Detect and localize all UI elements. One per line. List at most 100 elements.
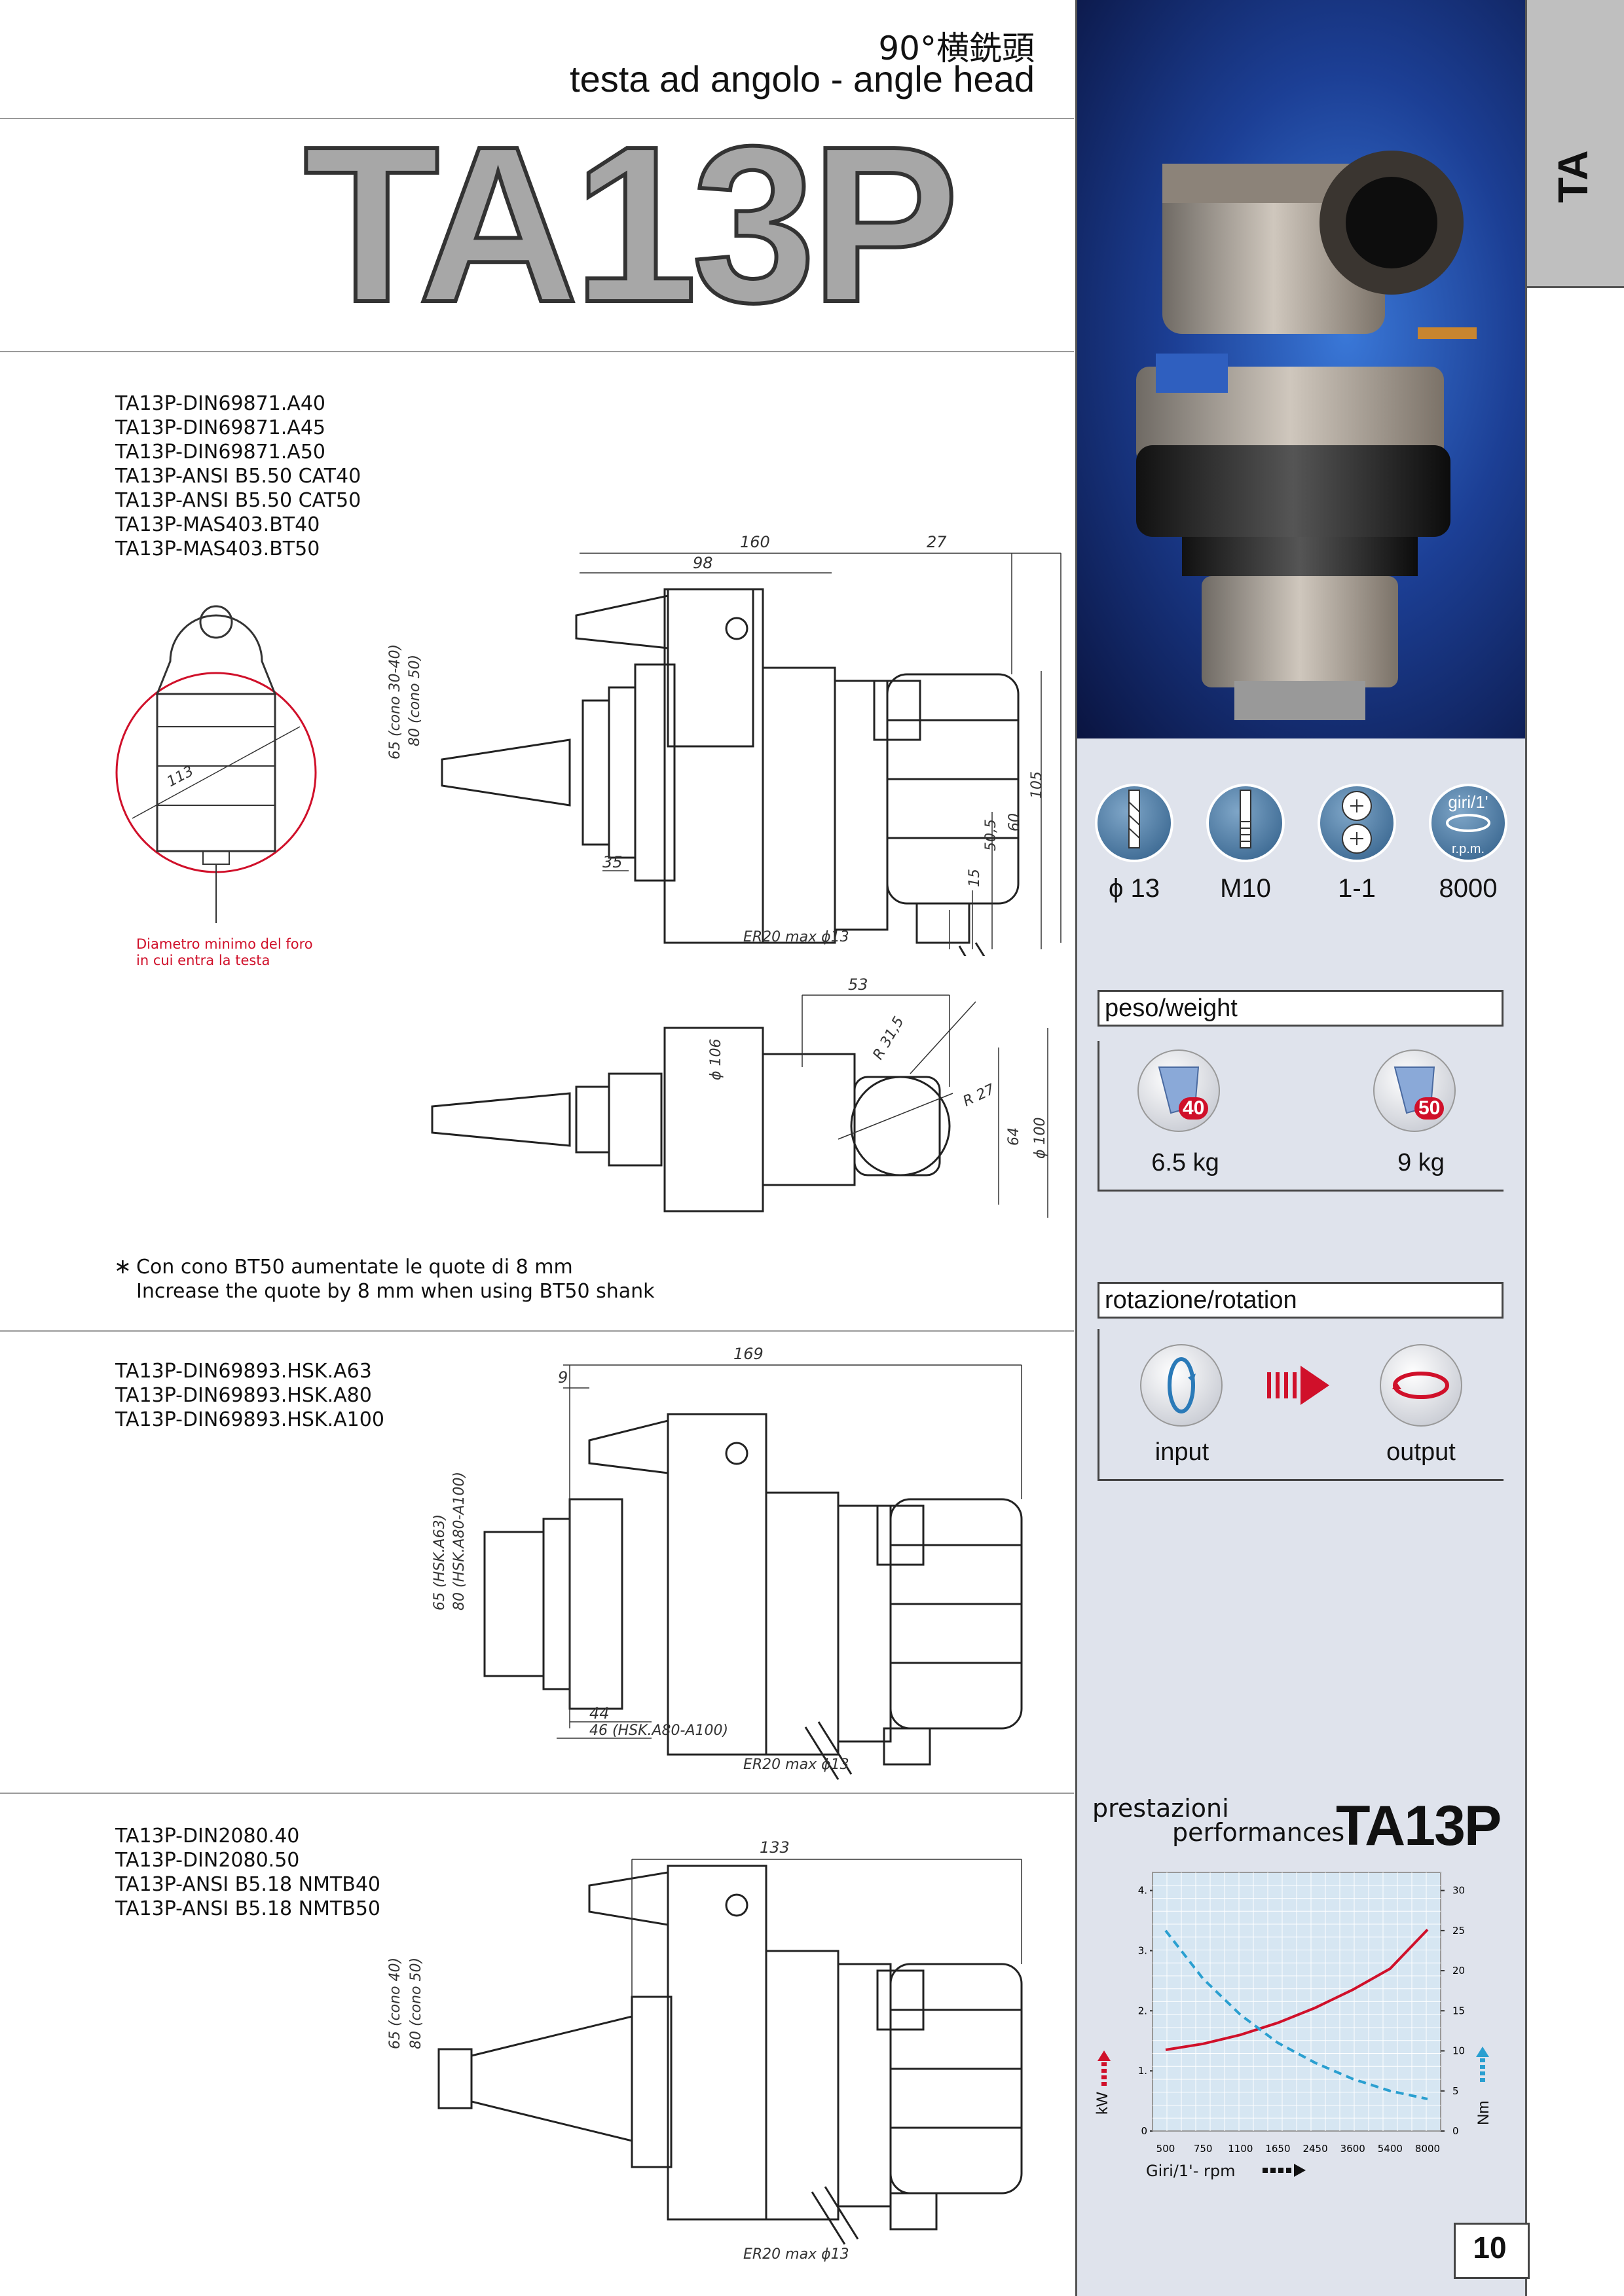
- section1-part-numbers: TA13P-DIN69871.A40 TA13P-DIN69871.A45 TA…: [115, 392, 361, 561]
- y-left-tick-label: 2.: [1138, 2005, 1147, 2016]
- angle-head-photo-illustration: [1136, 151, 1477, 720]
- y-left-tick-label: 4.: [1138, 1885, 1147, 1897]
- rotation-section-title: rotazione/rotation: [1098, 1282, 1504, 1319]
- y-right-tick-label: 30: [1452, 1885, 1465, 1897]
- right-tab: [1527, 0, 1624, 2296]
- er20-label: ER20 max ϕ13: [743, 929, 849, 945]
- performance-model: TA13P: [1336, 1795, 1502, 1857]
- y-left-tick-label: 0: [1141, 2125, 1147, 2137]
- section2-part-numbers: TA13P-DIN69893.HSK.A63 TA13P-DIN69893.HS…: [115, 1359, 384, 1432]
- nmtb-side-view-drawing: 133 65 (cono 40) 80 (cono 50) ER20 max ϕ…: [387, 1838, 1023, 2263]
- series-lines: [1164, 1928, 1429, 2100]
- footnote-english: Increase the quote by 8 mm when using BT…: [136, 1280, 655, 1303]
- rotation-section-frame: [1098, 1329, 1504, 1481]
- chinese-title: 90°横銑頭: [878, 29, 1035, 67]
- rotation-output-label: output: [1386, 1438, 1456, 1466]
- nm-up-arrow-icon: [1476, 2047, 1489, 2082]
- tab-label: TA: [1549, 150, 1596, 203]
- y-right-tick-label: 5: [1452, 2085, 1459, 2097]
- dim-53: 53: [848, 975, 868, 994]
- side-view-drawing: 160 27 98 35 65 (cono 30-40) 80 (cono 50…: [387, 533, 1061, 956]
- part-number: TA13P-ANSI B5.50 CAT40: [115, 465, 361, 488]
- gridlines: [1152, 1872, 1441, 2132]
- y-right-tick-label: 15: [1452, 2005, 1465, 2016]
- footnote-italian: Con cono BT50 aumentate le quote di 8 mm: [136, 1256, 573, 1279]
- part-number: TA13P-DIN69893.HSK.A100: [115, 1408, 384, 1431]
- weight-50-value: 9 kg: [1397, 1149, 1445, 1176]
- dim-60: 60: [1006, 813, 1023, 831]
- red-note-line2: in cui entra la testa: [136, 953, 270, 968]
- weight-section-title: peso/weight: [1098, 990, 1504, 1027]
- series-line-nm: [1164, 1929, 1428, 2100]
- weight-section-frame: [1098, 1041, 1504, 1192]
- part-number: TA13P-MAS403.BT50: [115, 538, 320, 560]
- transmission-arrow-icon: [1267, 1366, 1329, 1405]
- part-number: TA13P-DIN69871.A45: [115, 416, 326, 439]
- spec-max-rpm: 8000: [1439, 874, 1498, 903]
- red-note-line1: Diametro minimo del foro: [136, 936, 313, 952]
- spec-tap-size: M10: [1220, 874, 1271, 903]
- dim-65-cono40: 65 (cono 40): [387, 1958, 403, 2049]
- dim-35: 35: [602, 853, 623, 871]
- part-number: TA13P-DIN69871.A40: [115, 392, 326, 415]
- dim-65: 65 (cono 30-40): [387, 644, 403, 759]
- badge-50: 50: [1414, 1097, 1445, 1120]
- part-number: TA13P-ANSI B5.18 NMTB40: [115, 1873, 380, 1896]
- spec-ratio: 1-1: [1338, 874, 1376, 903]
- part-number: TA13P-DIN2080.40: [115, 1825, 300, 1848]
- y-right-tick-label: 25: [1452, 1925, 1465, 1937]
- section3-part-numbers: TA13P-DIN2080.40 TA13P-DIN2080.50 TA13P-…: [115, 1824, 380, 1921]
- dim-50-5: 50,5: [983, 819, 999, 851]
- dim-64: 64: [1006, 1127, 1022, 1146]
- x-tick-label: 2450: [1302, 2143, 1327, 2155]
- rpm-icon-top-label: giri/1': [1448, 792, 1488, 812]
- section-rule-2: [0, 1793, 1074, 1794]
- nm-axis-label: Nm: [1475, 2100, 1492, 2125]
- y-left-tick-label: 3.: [1138, 1944, 1147, 1956]
- dim-44: 44: [589, 1704, 610, 1722]
- y-right-tick-label: 10: [1452, 2045, 1465, 2057]
- part-number: TA13P-ANSI B5.50 CAT50: [115, 489, 361, 512]
- er20-label: ER20 max ϕ13: [743, 2246, 849, 2263]
- y-left-tick-label: 1.: [1138, 2065, 1147, 2077]
- drill-icon: [1095, 784, 1173, 862]
- section-rule-1: [0, 1330, 1074, 1332]
- dim-169: 169: [733, 1345, 764, 1363]
- performance-label-en: performances: [1172, 1818, 1345, 1847]
- shank-50-icon: [1373, 1049, 1456, 1132]
- shank-40-icon: [1137, 1049, 1220, 1132]
- footnote-asterisk: ∗: [114, 1254, 132, 1279]
- dim-d106: ϕ 106: [708, 1039, 724, 1081]
- gear-ratio-icon: [1318, 784, 1396, 862]
- page-subtitle: testa ad angolo - angle head: [570, 58, 1035, 100]
- dim-27: 27: [927, 533, 947, 551]
- weight-40-value: 6.5 kg: [1151, 1149, 1219, 1176]
- hsk-side-view-drawing: 169 9 65 (HSK.A63) 80 (HSK.A80-A100) 44 …: [432, 1345, 1023, 1780]
- tap-icon: [1206, 784, 1285, 862]
- dim-9: 9: [558, 1368, 568, 1387]
- dim-80: 80 (cono 50): [407, 655, 423, 746]
- part-number: TA13P-ANSI B5.18 NMTB50: [115, 1897, 380, 1920]
- top-view-drawing: 53 R 31,5 R 27 ϕ 106 64 ϕ 100: [431, 975, 1048, 1218]
- x-tick-label: 3600: [1340, 2143, 1365, 2155]
- rotation-input-label: input: [1154, 1438, 1209, 1466]
- model-title: TA13P: [302, 100, 961, 349]
- rotation-icons: [1140, 1344, 1462, 1427]
- x-tick-label: 750: [1194, 2143, 1213, 2155]
- kw-axis-label: kW: [1094, 2092, 1111, 2115]
- part-number: TA13P-MAS403.BT40: [115, 513, 320, 536]
- part-number: TA13P-DIN2080.50: [115, 1849, 300, 1872]
- input-rotation-icon: [1140, 1344, 1223, 1427]
- x-tick-label: 8000: [1415, 2143, 1440, 2155]
- part-number: TA13P-DIN69893.HSK.A63: [115, 1360, 372, 1383]
- tab-grey-block: [1527, 0, 1624, 288]
- x-tick-label: 1100: [1228, 2143, 1253, 2155]
- spec-drill-diameter: ϕ 13: [1108, 874, 1160, 903]
- dim-46: 46 (HSK.A80-A100): [589, 1722, 728, 1739]
- spec-icons: [1095, 784, 1507, 862]
- performance-label-it: prestazioni: [1092, 1794, 1229, 1823]
- page-number: 10: [1473, 2231, 1507, 2265]
- dim-160: 160: [740, 533, 770, 551]
